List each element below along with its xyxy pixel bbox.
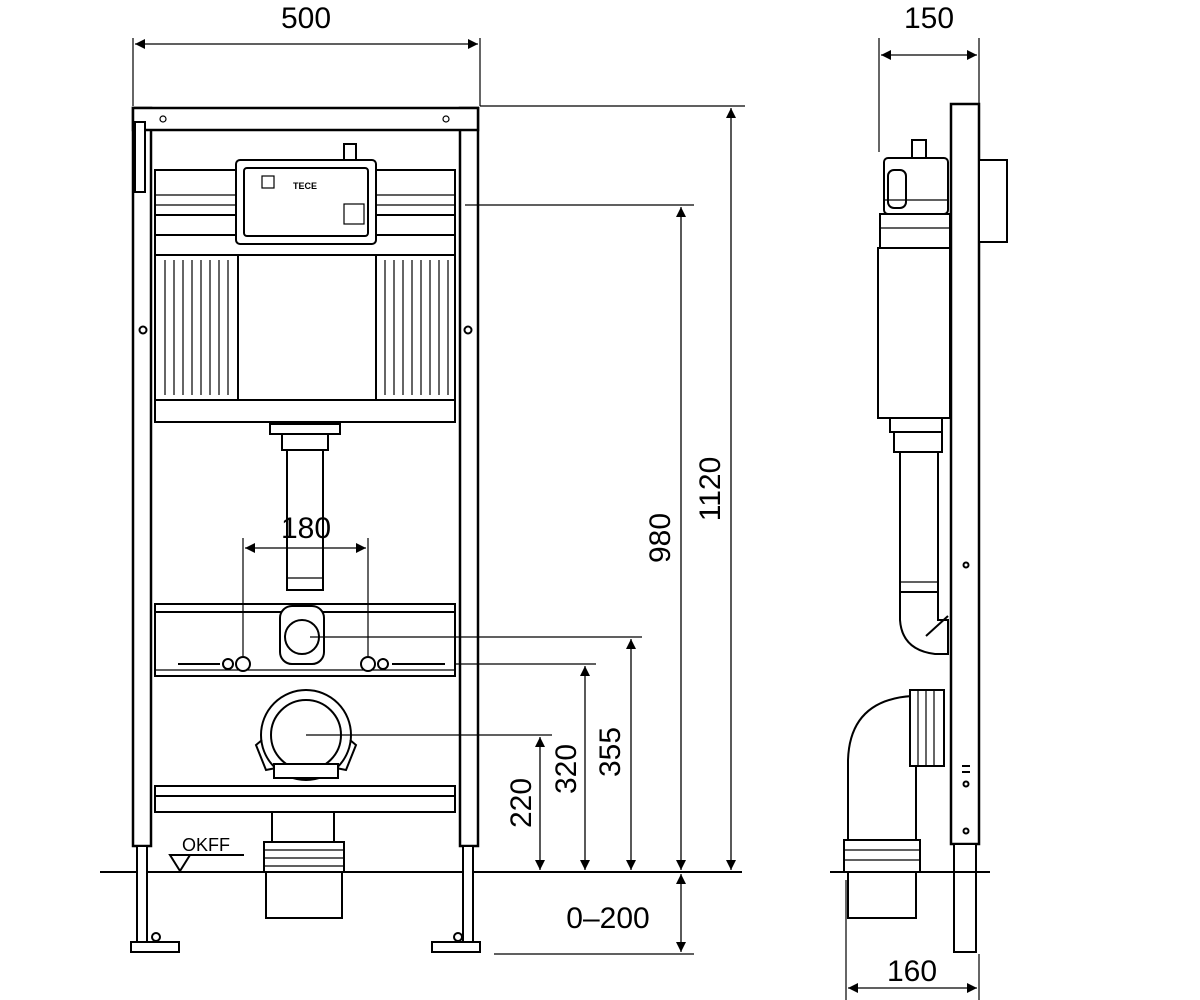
threaded-rod-left (235, 656, 251, 672)
top-rail (131, 106, 480, 132)
flush-pipe-flange (269, 423, 341, 435)
dimension-label-980: 980 (644, 513, 677, 563)
dimension-label-320: 320 (550, 744, 583, 794)
lower-rail (154, 795, 456, 813)
dimension-side-depth: 150 (878, 2, 980, 152)
dimension-label-355: 355 (594, 727, 627, 777)
dimension-label-220: 220 (505, 778, 538, 828)
threaded-rod-right (360, 656, 376, 672)
drain-pipe-lower (265, 871, 343, 919)
left-foot (130, 941, 180, 953)
cistern-base (154, 399, 456, 423)
cistern-ribs-left (164, 260, 229, 395)
drain-bend-side (847, 694, 917, 841)
brand-mark: TECE (293, 181, 317, 191)
dimension-drain-220: 220 (505, 737, 545, 870)
flush-pipe-side (899, 451, 939, 593)
dimension-label-160: 160 (887, 955, 937, 988)
front-view: 500 TECE (100, 2, 745, 955)
dimension-frame-height: 1120 (694, 108, 736, 870)
dimension-label-leg-range: 0–200 (566, 902, 649, 935)
dimension-bottom-depth: 160 (845, 880, 980, 1000)
side-leg (953, 843, 977, 953)
left-upright (131, 106, 153, 848)
cistern-ribs-right (384, 260, 449, 395)
side-bracket (134, 121, 146, 193)
dimension-total-width: 500 (132, 2, 481, 106)
dimension-label-1120: 1120 (694, 457, 727, 522)
top-fitting (343, 143, 357, 161)
drain-socket-side (909, 689, 945, 767)
side-upright (949, 102, 981, 846)
drain-pipe-side (847, 871, 917, 919)
actuator-box-side (978, 159, 1008, 243)
floor-level-symbol (168, 854, 192, 873)
right-leg (462, 845, 474, 943)
dimension-supply-spacing: 180 (242, 512, 369, 656)
drain-pipe-upper (271, 811, 335, 843)
cistern-body-side (877, 247, 951, 419)
drain-seal-side (843, 839, 921, 873)
dimension-label-500: 500 (281, 2, 331, 35)
top-rail-hole-right (442, 115, 450, 123)
dimension-supply-320: 320 (550, 666, 590, 870)
flush-pipe (286, 449, 324, 591)
dimension-supply-355: 355 (594, 639, 636, 870)
dimension-actuation-height: 980 (644, 207, 686, 870)
side-view: 150 (830, 2, 1008, 1000)
right-foot (431, 941, 481, 953)
left-leg (136, 845, 148, 943)
flush-bend-side (899, 591, 949, 655)
drain-seal (263, 841, 345, 873)
dimension-label-180: 180 (281, 512, 331, 545)
floor-level-label: OKFF (182, 835, 230, 855)
dimension-leg-range: 0–200 (566, 874, 686, 952)
dimension-label-150: 150 (904, 2, 954, 35)
cistern-center (237, 254, 377, 401)
top-rail-hole-left (159, 115, 167, 123)
